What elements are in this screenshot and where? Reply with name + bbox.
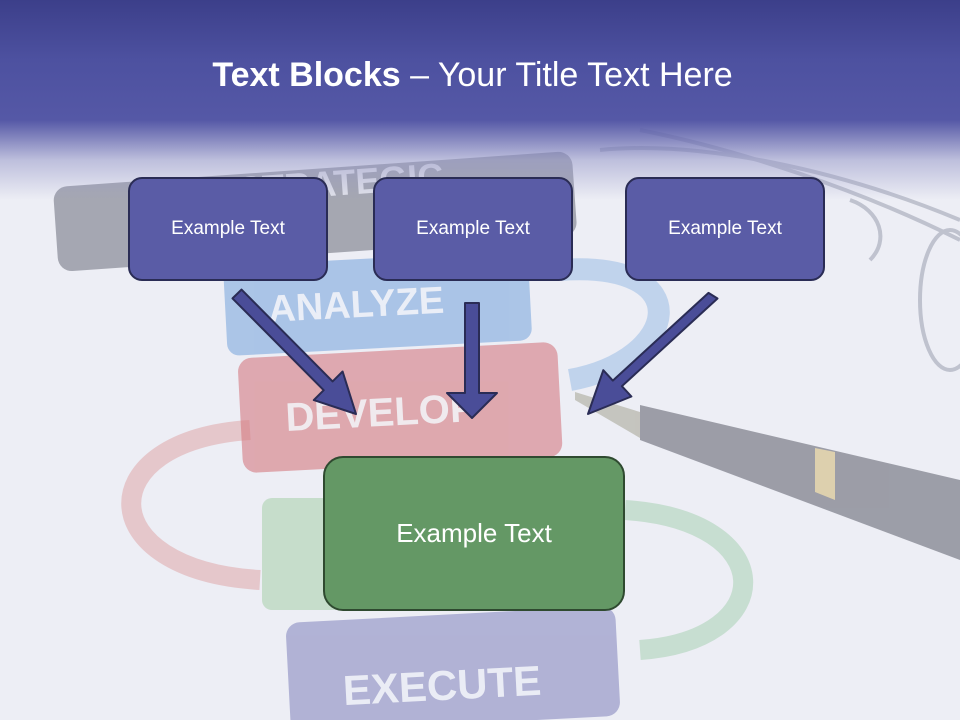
title-rest: – Your Title Text Here: [400, 56, 733, 94]
svg-text:DEVELOP: DEVELOP: [284, 386, 477, 440]
execute-label-bg: EXECUTE: [286, 606, 620, 720]
arrow-right-icon: [587, 291, 719, 415]
red-arrow-bg: [121, 420, 261, 590]
green-arrow-bg: [624, 500, 754, 660]
blue-arrow-bg: [559, 258, 670, 391]
header-band: [0, 0, 960, 200]
text-block-middle-label: Example Text: [416, 218, 530, 239]
text-block-middle[interactable]: Example Text: [373, 177, 573, 281]
title-bold: Text Blocks: [212, 56, 401, 94]
green-label-bg: [262, 498, 342, 610]
text-block-main[interactable]: Example Text: [323, 456, 625, 611]
arrow-left-icon: [231, 288, 357, 415]
text-block-main-label: Example Text: [396, 518, 552, 548]
text-block-left-label: Example Text: [171, 218, 285, 239]
svg-text:ANALYZE: ANALYZE: [267, 280, 445, 331]
arrow-middle-icon: [446, 302, 498, 419]
svg-text:EXECUTE: EXECUTE: [342, 657, 543, 714]
text-block-right-label: Example Text: [668, 218, 782, 239]
text-block-right[interactable]: Example Text: [625, 177, 825, 281]
text-block-left[interactable]: Example Text: [128, 177, 328, 281]
slide-title: Text Blocks – Your Title Text Here: [0, 56, 945, 95]
